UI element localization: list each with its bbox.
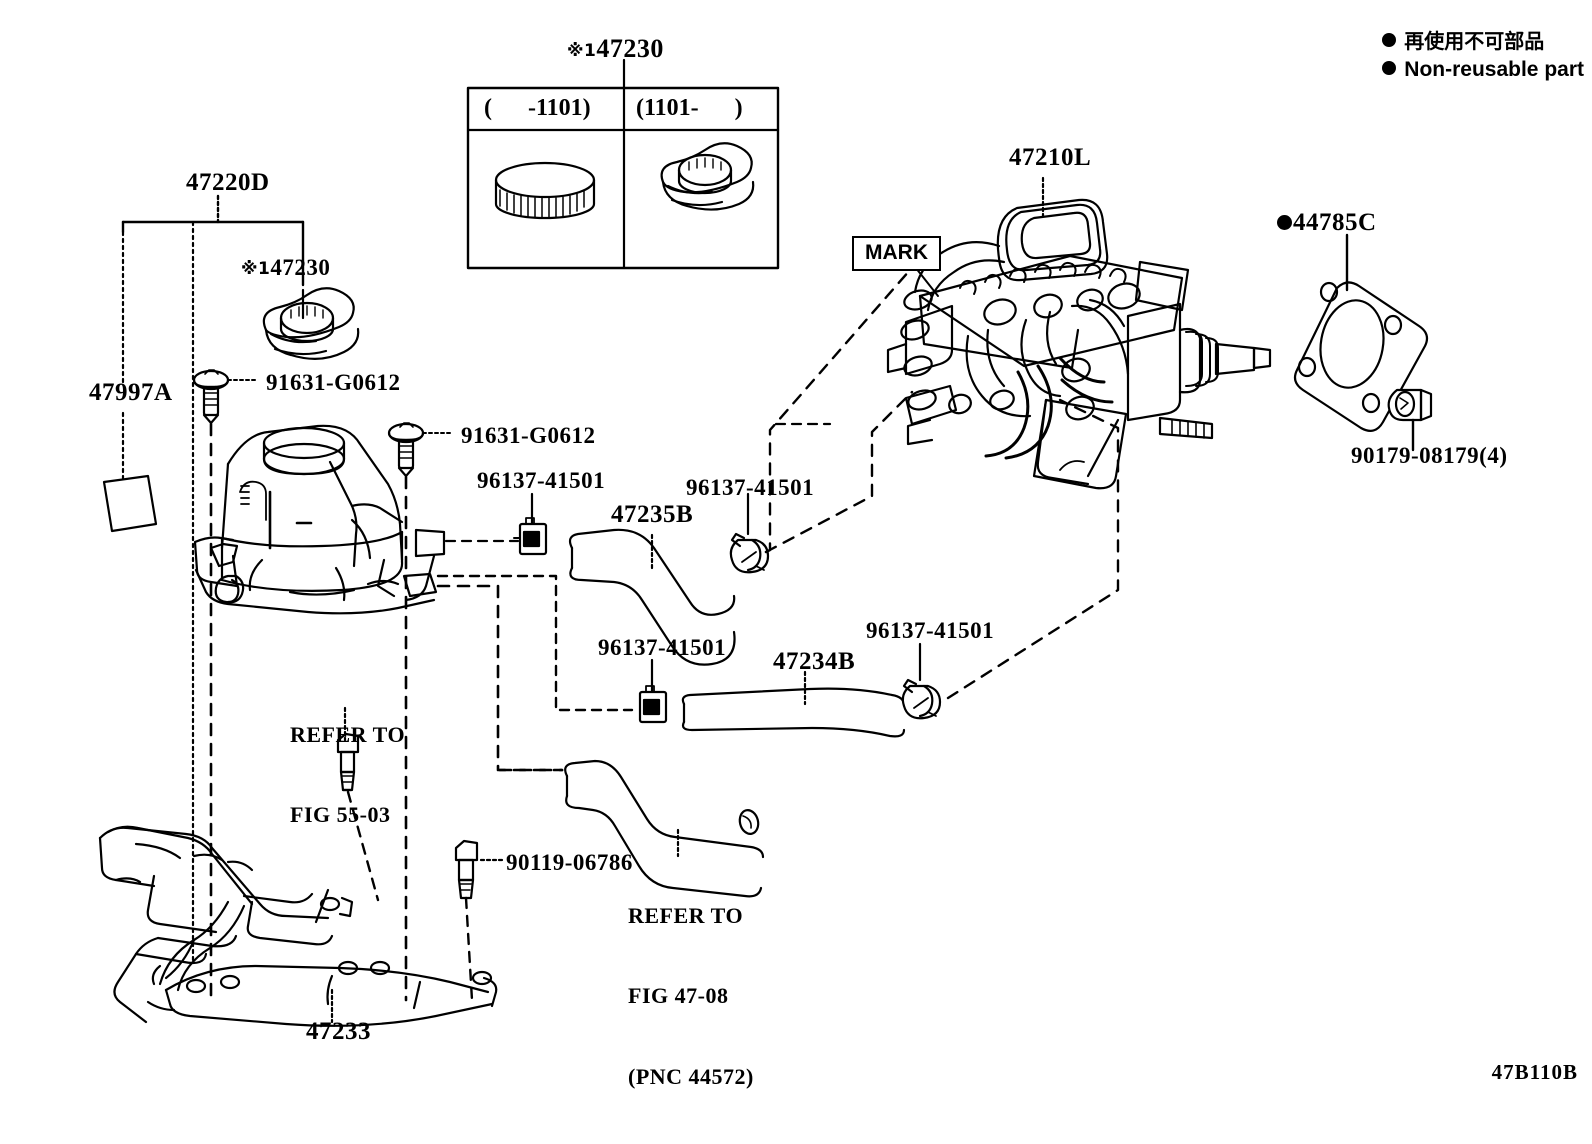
parts-diagram-sheet: 再使用不可部品 Non-reusable part ※147230 ( -110…	[89, 28, 1584, 1089]
legend-row-english: Non-reusable part	[1382, 56, 1584, 84]
hose-clamp-icon-a	[513, 492, 548, 556]
inset-box	[466, 58, 780, 270]
inset-column-label-2: (1101- )	[636, 95, 743, 121]
part-label-44785c-text: 44785C	[1293, 209, 1377, 236]
legend-row-japanese: 再使用不可部品	[1382, 28, 1584, 56]
hose-clamp-icon-b	[729, 492, 770, 574]
reservoir-cap-icon	[262, 287, 360, 360]
caution-plate-icon	[102, 474, 158, 533]
screw-icon-a	[192, 369, 259, 425]
bolt-icon-90119	[454, 839, 507, 900]
part-label-47997a: 47997A	[89, 379, 173, 406]
refer-fig-47-08: REFER TO FIG 47-08 (PNC 44572)	[628, 849, 754, 1144]
brake-actuator-drawing	[886, 176, 1272, 490]
refer-line-1: REFER TO	[628, 902, 744, 928]
inset-header-label: ※147230	[567, 34, 664, 63]
inset-cap-ribbed-icon	[494, 161, 596, 220]
part-label-91631-b: 91631-G0612	[461, 423, 596, 448]
part-label-44785c: 44785C	[1277, 208, 1377, 238]
legend: 再使用不可部品 Non-reusable part	[1382, 28, 1584, 85]
inset-cap-lever-icon	[660, 142, 755, 211]
part-label-91631-a: 91631-G0612	[266, 370, 401, 395]
refer-line-2: FIG 55-03	[290, 802, 391, 828]
diagram-linework	[98, 58, 1433, 1027]
part-label-47210l: 47210L	[1009, 144, 1092, 171]
part-label-47220d: 47220D	[186, 169, 270, 196]
part-label-96137-c: 96137-41501	[598, 635, 727, 660]
figure-code: 47B110B	[1491, 1060, 1578, 1084]
part-label-96137-a: 96137-41501	[477, 468, 606, 493]
part-label-90179: 90179-08179(4)	[1351, 443, 1508, 468]
legend-bullet-icon	[1382, 61, 1397, 76]
nonreusable-bullet-icon	[1277, 215, 1292, 230]
reservoir-tank-drawing	[193, 424, 446, 615]
refer-line-2: FIG 47-08	[628, 983, 729, 1009]
legend-english-text: Non-reusable part	[1404, 58, 1584, 82]
part-label-47234b: 47234B	[773, 648, 856, 675]
inset-column-label-1: ( -1101)	[484, 95, 591, 121]
refer-line-3: (PNC 44572)	[628, 1063, 754, 1089]
nut-icon	[1387, 388, 1433, 452]
refer-fig-55-03: REFER TO FIG 55-03	[290, 668, 405, 883]
refer-line-1: REFER TO	[290, 721, 406, 747]
gasket-drawing	[1293, 233, 1429, 433]
part-label-96137-b: 96137-41501	[686, 475, 815, 500]
part-label-90119: 90119-06786	[506, 850, 633, 875]
mark-callout-box: MARK	[852, 236, 941, 271]
part-label-147230: ※147230	[241, 255, 331, 280]
hose-47234b-drawing	[681, 687, 906, 738]
part-label-47233: 47233	[306, 1018, 371, 1045]
hose-clamp-icon-c	[638, 658, 668, 724]
part-label-96137-d: 96137-41501	[866, 618, 995, 643]
part-label-47235b: 47235B	[611, 501, 694, 528]
legend-bullet-icon	[1382, 33, 1397, 47]
legend-japanese-text: 再使用不可部品	[1404, 29, 1545, 53]
hose-clamp-icon-d	[901, 642, 942, 720]
screw-icon-b	[387, 422, 453, 478]
